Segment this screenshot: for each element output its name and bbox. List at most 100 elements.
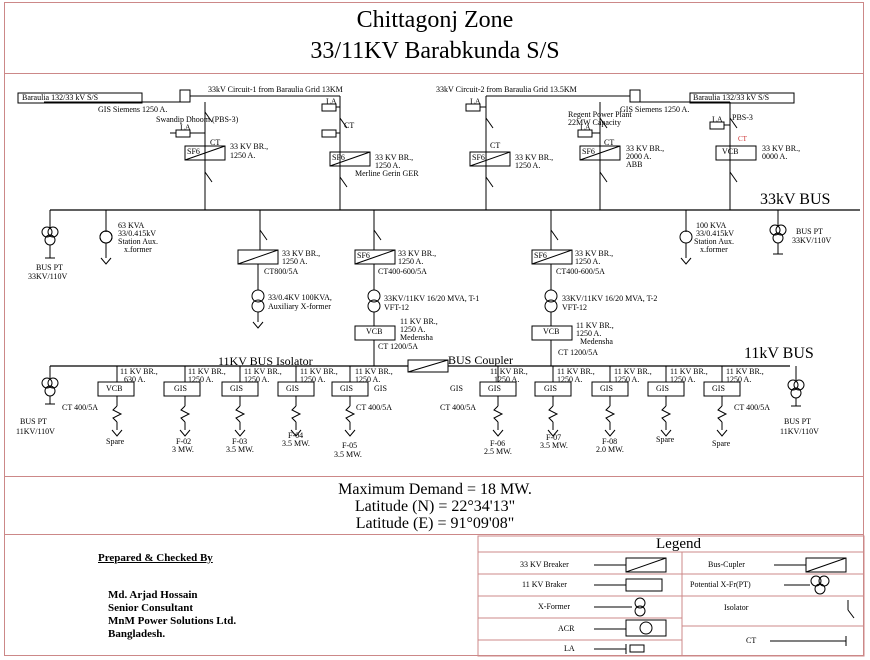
br11-text: 1250 A.: [614, 375, 640, 384]
ct-label: CT: [344, 121, 355, 130]
br33-text: 1250 A.: [515, 161, 541, 170]
br11-text: 11 KV BR.,: [670, 367, 708, 376]
medensha-text: Medensha: [400, 333, 433, 342]
feeder-mw: 3 MW.: [172, 445, 194, 454]
buspt-text: BUS PT: [20, 417, 47, 426]
feeder-label: F-03: [232, 437, 248, 446]
ct400-text: CT 400/5A: [62, 403, 99, 412]
latitude-n: Latitude (N) = 22°34'13": [354, 498, 516, 515]
vcb-label: VCB: [106, 384, 123, 393]
br11-text: 11 KV BR.,: [400, 317, 438, 326]
prepared-name: Md. Arjad Hossain: [108, 589, 198, 601]
sf6-label: SF6: [472, 153, 485, 162]
br11-text: 1250 A.: [557, 375, 583, 384]
ct-label: CT: [490, 141, 501, 150]
drawing-frame: [4, 2, 864, 656]
br11-text: 1250 A.: [300, 375, 326, 384]
la-label: LA: [712, 115, 723, 124]
buspt-text: 11KV/110V: [16, 427, 55, 436]
br11-text: 11 KV BR.,: [557, 367, 595, 376]
latitude-e: Latitude (E) = 91°09'08": [355, 515, 515, 532]
ct-label: CT: [210, 138, 221, 147]
br33-text: 33 KV BR.,: [282, 249, 321, 258]
feeder-mw: 3.5 MW.: [226, 445, 254, 454]
ct1200-text: CT 1200/5A: [558, 348, 599, 357]
br11-text: 1250 A.: [726, 375, 752, 384]
legend-acr: ACR: [558, 624, 575, 633]
feeder-label: F-04: [288, 431, 304, 440]
bus-coupler-label: BUS Coupler: [448, 353, 514, 367]
br33-text: 1250 A.: [230, 151, 256, 160]
gis-label: GIS: [488, 384, 501, 393]
feeder-mw: 2.5 MW.: [484, 447, 512, 456]
title-divider: [4, 73, 864, 74]
prepared-company: MnM Power Solutions Ltd.: [108, 615, 237, 627]
ct400-text: CT 400/5A: [356, 403, 393, 412]
legend-isolator: Isolator: [724, 603, 749, 612]
br33-text: 33 KV BR.,: [230, 142, 269, 151]
br33-text: 1250 A.: [282, 257, 308, 266]
gis-left: GIS Siemens 1250 A.: [98, 105, 168, 114]
gis-label: GIS: [450, 384, 463, 393]
br33-text: 33 KV BR.,: [575, 249, 614, 258]
pbs3-label: PBS-3: [732, 113, 753, 122]
sf6-label: SF6: [534, 251, 547, 260]
prepared-heading: Prepared & Checked By: [98, 552, 213, 564]
max-demand: Maximum Demand = 18 MW.: [338, 481, 532, 498]
ct1200-text: CT 1200/5A: [378, 342, 419, 351]
buspt-text: 11KV/110V: [780, 427, 819, 436]
br33-text: 2000 A.: [626, 152, 652, 161]
feeder-mw: 3.5 MW.: [282, 439, 310, 448]
regent-label-2: 22MW Capacity: [568, 118, 621, 127]
source-right: Baraulia 132/33 kV S/S: [693, 93, 770, 102]
prepared-role: Senior Consultant: [108, 602, 194, 614]
feeder-mw: 2.0 MW.: [596, 445, 624, 454]
t2-text: VFT-12: [562, 303, 588, 312]
sf6-label: SF6: [357, 251, 370, 260]
aux63-text: 63 KVA: [118, 221, 145, 230]
br11-text: 11 KV BR.,: [188, 367, 226, 376]
substation-title: 33/11KV Barabkunda S/S: [310, 38, 560, 64]
sf6-label: SF6: [582, 147, 595, 156]
sf6-label: SF6: [332, 153, 345, 162]
la-label: LA: [326, 97, 337, 106]
source-left: Baraulia 132/33 kV S/S: [22, 93, 99, 102]
br11-text: 1250 A.: [244, 375, 270, 384]
gis-label: GIS: [656, 384, 669, 393]
legend-xformer: X-Former: [538, 602, 570, 611]
la-label: LA: [180, 123, 191, 132]
buspt-text: BUS PT: [796, 227, 823, 236]
gis-right: GIS Siemens 1250 A.: [620, 105, 690, 114]
br11-text: 1250 A.: [400, 325, 426, 334]
br11-text: 1250 A.: [670, 375, 696, 384]
feeder-label: F-06: [490, 439, 506, 448]
buspt-text: 33KV/110V: [792, 236, 832, 245]
ct-label: CT: [604, 138, 615, 147]
br33-text: 33 KV BR.,: [762, 144, 801, 153]
ct800-text: CT800/5A: [264, 267, 299, 276]
aux100-text: 100 KVA: [696, 221, 727, 230]
br11-text: 1250 A.: [355, 375, 381, 384]
br33-text: 1250 A.: [375, 161, 401, 170]
auxx-text: Auxiliary X-former: [268, 302, 331, 311]
ct400-600-text: CT400-600/5A: [378, 267, 427, 276]
prepared-country: Bangladesh.: [108, 628, 166, 640]
bus33-label: 33kV BUS: [760, 191, 831, 208]
aux100-text: x.former: [700, 245, 728, 254]
bus11-label: 11kV BUS: [744, 345, 814, 362]
buspt-text: 33KV/110V: [28, 272, 68, 281]
feeder-label: F-05: [342, 441, 358, 450]
merline-text: Merline Gerin GER: [355, 169, 419, 178]
br33-text: 33 KV BR.,: [398, 249, 437, 258]
buspt-text: BUS PT: [784, 417, 811, 426]
br11-text: 11 KV BR.,: [120, 367, 158, 376]
regent-label-1: Regent Power Plant: [568, 110, 632, 119]
legend-pt: Potential X-Fr(PT): [690, 580, 751, 589]
br11-text: 1250 A.: [576, 329, 602, 338]
bus11-isolator-label: 11KV BUS Isolator: [218, 354, 313, 368]
gis-label: GIS: [600, 384, 613, 393]
buspt-text: BUS PT: [36, 263, 63, 272]
circuit1-label: 33kV Circuit-1 from Baraulia Grid 13KM: [208, 85, 343, 94]
aux100-text: Station Aux.: [694, 237, 735, 246]
